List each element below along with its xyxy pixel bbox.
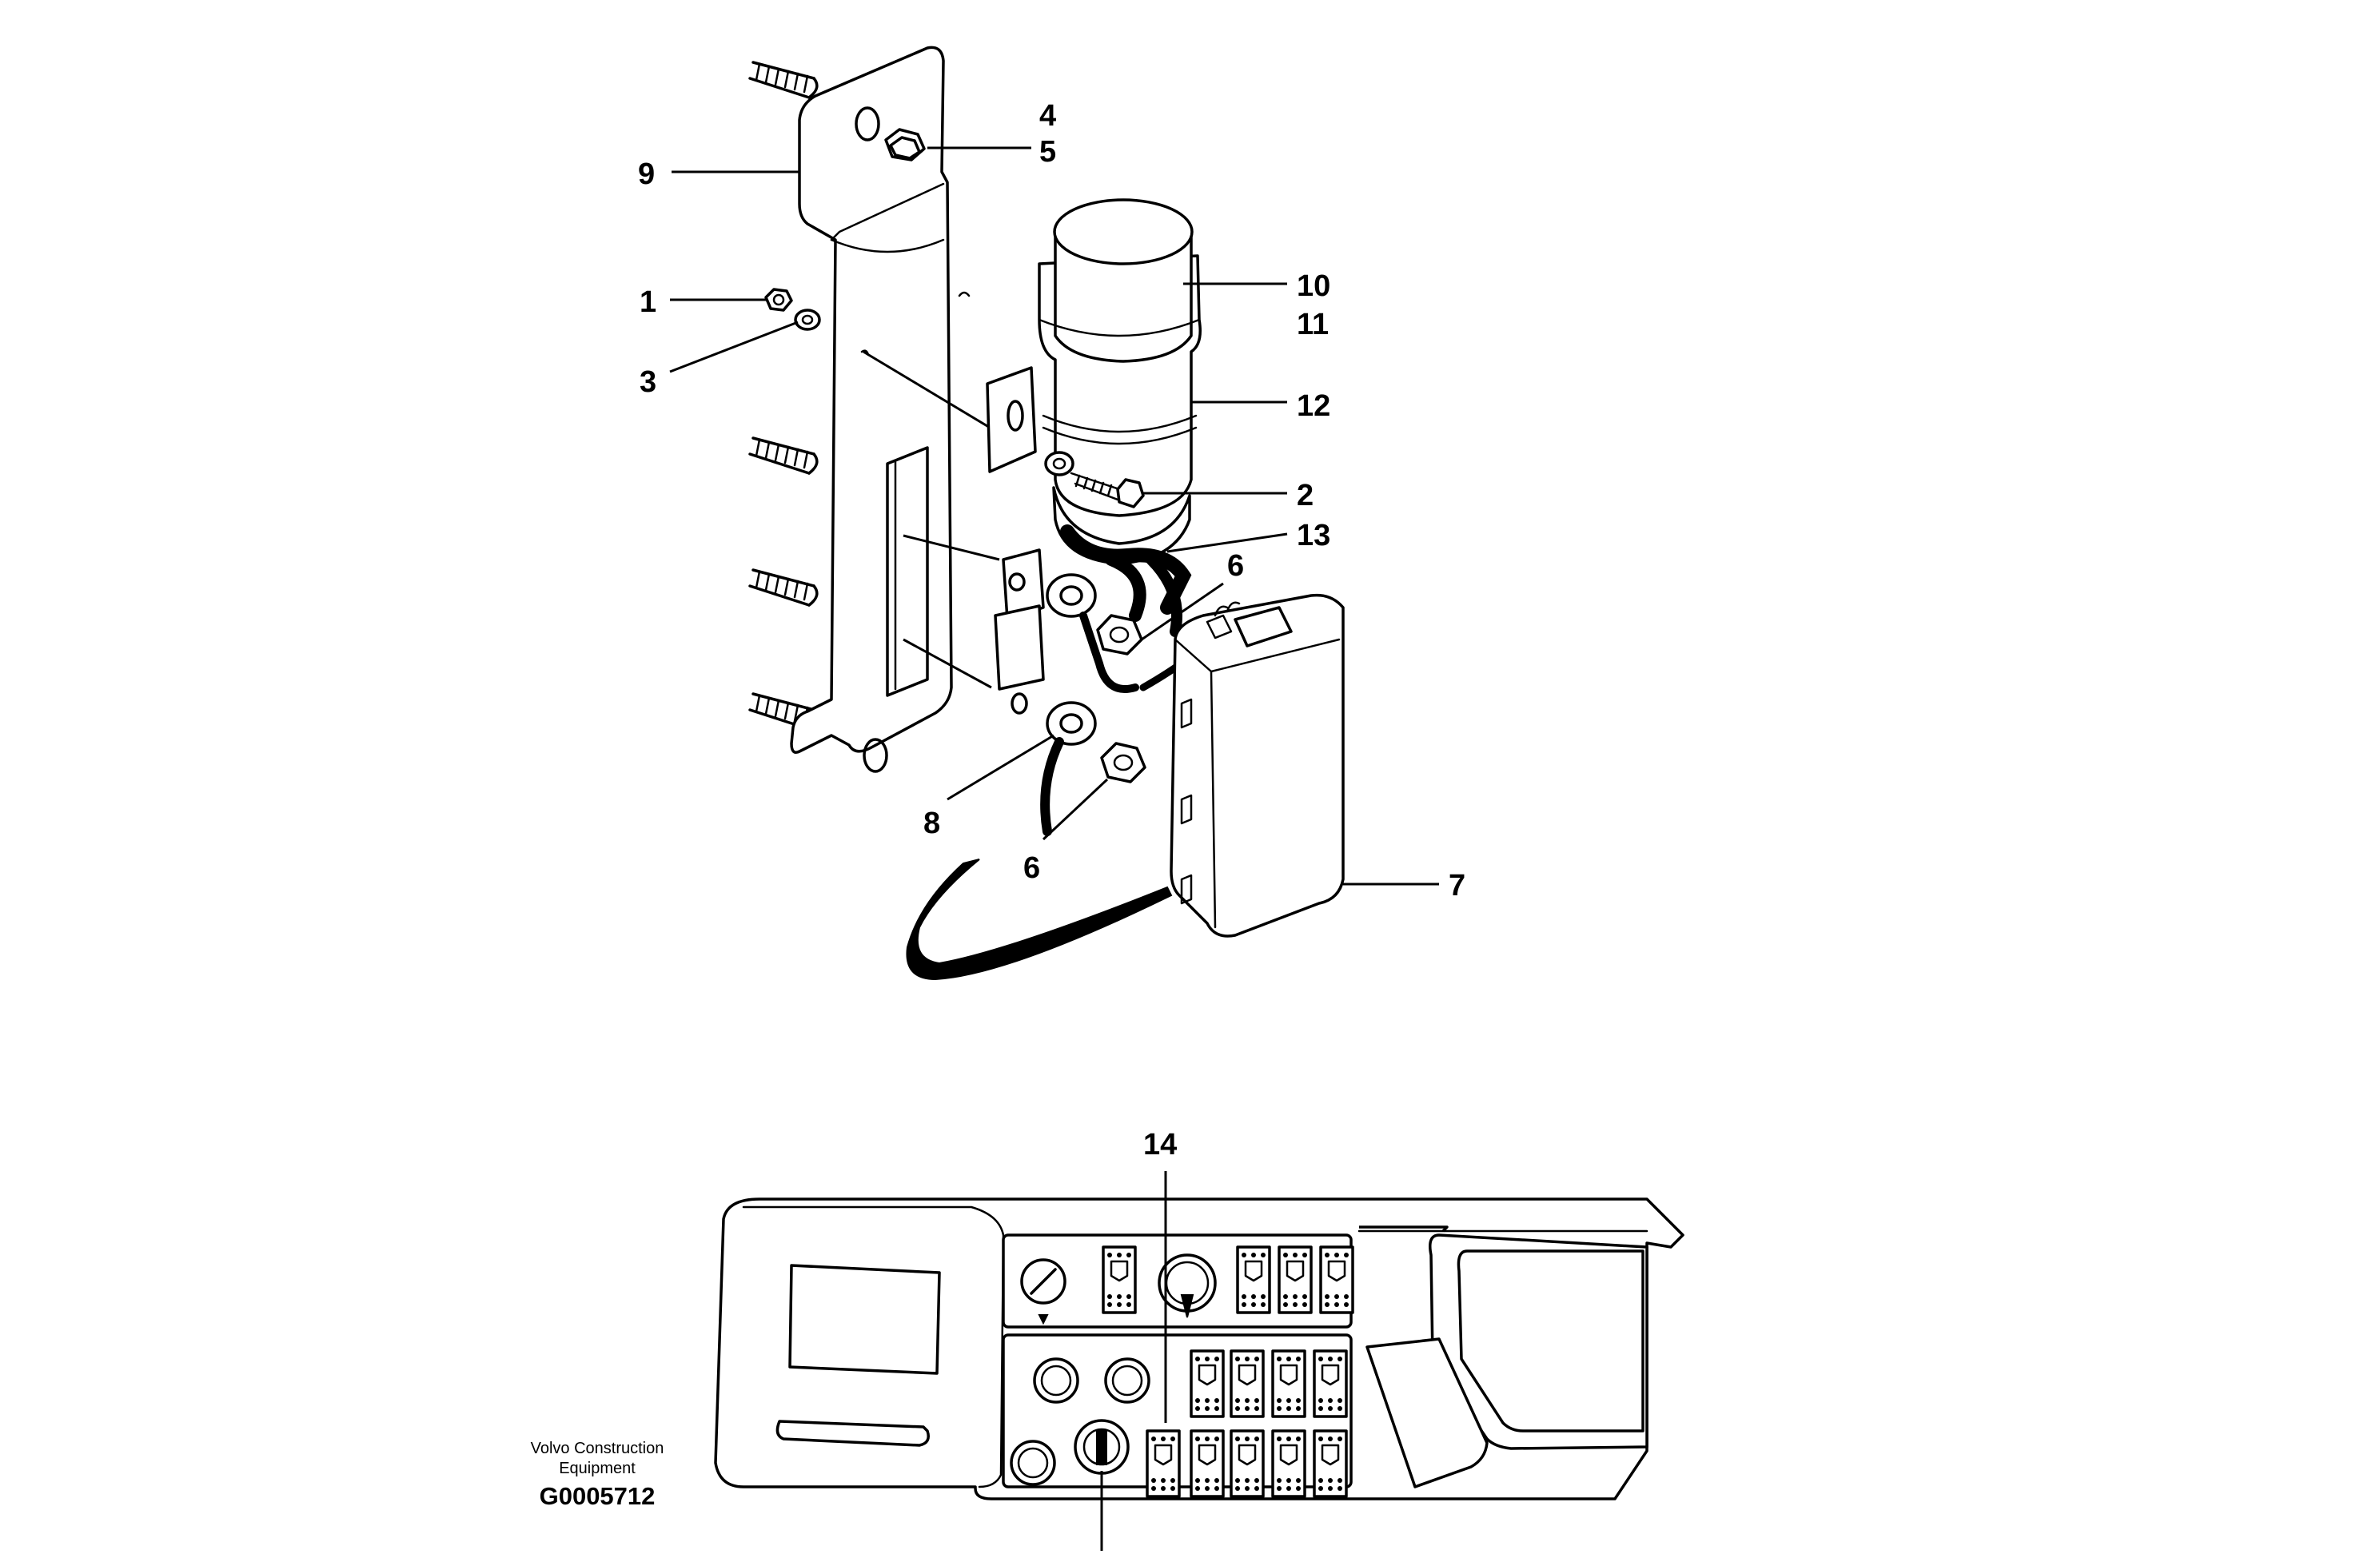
cable-strap bbox=[906, 859, 1173, 981]
rocker-switch bbox=[1278, 1245, 1313, 1314]
cylinder-component bbox=[1038, 198, 1202, 565]
ring-terminal-upper bbox=[1046, 573, 1139, 693]
nut-upper bbox=[1096, 614, 1143, 655]
bolt bbox=[1044, 451, 1145, 508]
ring-terminal-lower bbox=[1040, 701, 1097, 836]
clamp-bracket bbox=[986, 366, 1045, 715]
callout-1: 1 bbox=[640, 285, 656, 319]
drawing-credit: Volvo Construction Equipment G0005712 bbox=[531, 1440, 664, 1510]
rocker-switch bbox=[1271, 1349, 1306, 1418]
rocker-switch bbox=[1190, 1349, 1225, 1418]
rocker-switch bbox=[1190, 1429, 1225, 1498]
rocker-switch bbox=[1102, 1245, 1137, 1314]
callout-14: 14 bbox=[1143, 1128, 1177, 1162]
callout-2: 2 bbox=[1297, 479, 1314, 512]
doc-id: G0005712 bbox=[540, 1482, 656, 1510]
rocker-switch bbox=[1271, 1429, 1306, 1498]
callout-10: 10 bbox=[1297, 269, 1330, 303]
callout-9: 9 bbox=[638, 157, 655, 191]
callout-12: 12 bbox=[1297, 389, 1330, 423]
dashboard-panel bbox=[714, 1197, 1684, 1500]
nut-small bbox=[764, 288, 793, 312]
callout-7: 7 bbox=[1449, 869, 1465, 903]
rocker-switch bbox=[1146, 1429, 1181, 1498]
callout-6-lower: 6 bbox=[1023, 851, 1040, 885]
rocker-switch bbox=[1313, 1429, 1348, 1498]
rocker-switch bbox=[1230, 1349, 1265, 1418]
mounting-bracket bbox=[790, 46, 971, 773]
nut-lower bbox=[1100, 742, 1146, 783]
callout-5: 5 bbox=[1039, 135, 1056, 169]
washer-small bbox=[794, 309, 821, 331]
callout-4: 4 bbox=[1039, 99, 1056, 133]
rocker-switch bbox=[1313, 1349, 1348, 1418]
callout-3: 3 bbox=[640, 365, 656, 399]
fuse-box bbox=[1170, 593, 1345, 938]
mounting-studs bbox=[748, 61, 819, 731]
callout-13: 13 bbox=[1297, 519, 1330, 552]
callout-11: 11 bbox=[1297, 308, 1329, 341]
callout-8: 8 bbox=[923, 807, 940, 840]
switch-modules bbox=[1102, 1245, 1354, 1498]
nut-top bbox=[884, 128, 926, 161]
credit-line-2: Equipment bbox=[559, 1460, 636, 1477]
credit-line-1: Volvo Construction bbox=[531, 1440, 664, 1457]
rocker-switch bbox=[1236, 1245, 1271, 1314]
rocker-switch bbox=[1230, 1429, 1265, 1498]
callout-14-group: 14 bbox=[1143, 1128, 1177, 1423]
callouts: 4 5 9 10 11 1 3 12 2 13 6 8 6 7 bbox=[638, 99, 1465, 903]
cable-bundle bbox=[1060, 524, 1192, 637]
callout-6-upper: 6 bbox=[1227, 549, 1244, 583]
rocker-switch bbox=[1319, 1245, 1354, 1314]
